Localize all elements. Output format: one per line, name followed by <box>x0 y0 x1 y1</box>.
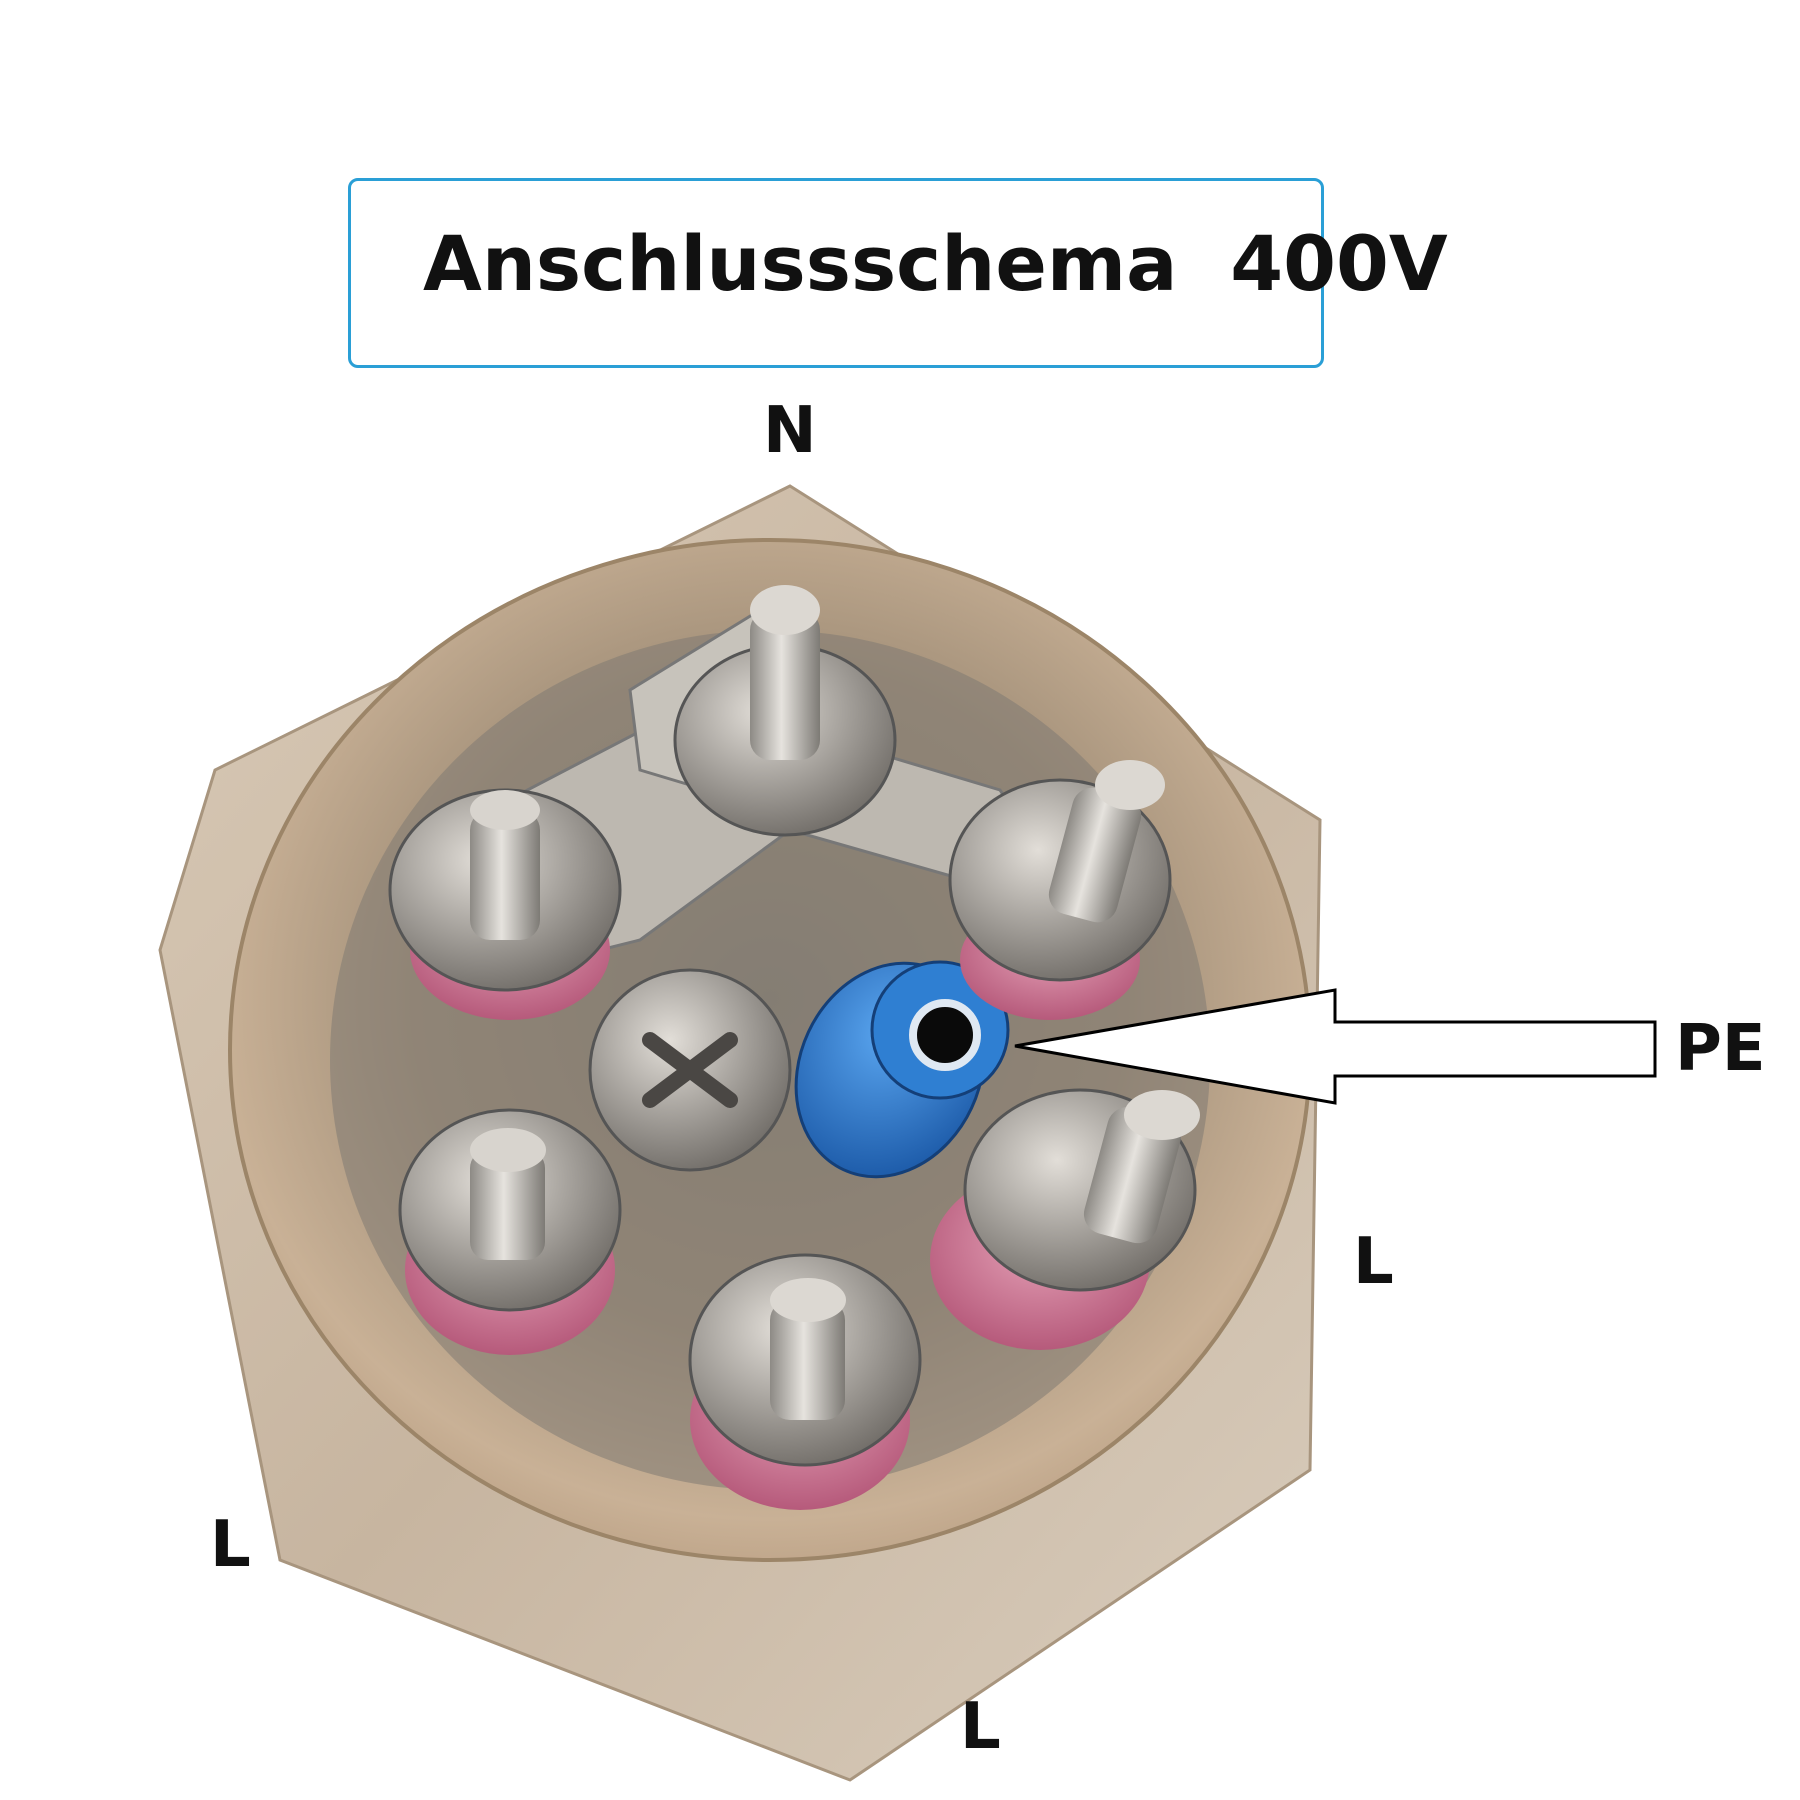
terminal-right-lower <box>930 1088 1200 1350</box>
label-l-bottom: L <box>960 1690 1001 1764</box>
label-l-right: L <box>1353 1225 1394 1299</box>
terminal-bottom <box>688 1253 922 1510</box>
terminal-top-left <box>388 788 622 1020</box>
terminal-mid-left <box>398 1108 622 1355</box>
pe-arrow <box>1014 988 1657 1105</box>
diagram-title: Anschlussschema 400V <box>423 219 1448 308</box>
label-n: N <box>763 394 817 468</box>
label-l-left: L <box>210 1508 251 1582</box>
title-box: Anschlussschema 400V <box>348 178 1448 368</box>
terminal-top-center <box>673 585 897 837</box>
terminal-top-right <box>948 760 1172 1020</box>
label-pe: PE <box>1675 1012 1766 1086</box>
